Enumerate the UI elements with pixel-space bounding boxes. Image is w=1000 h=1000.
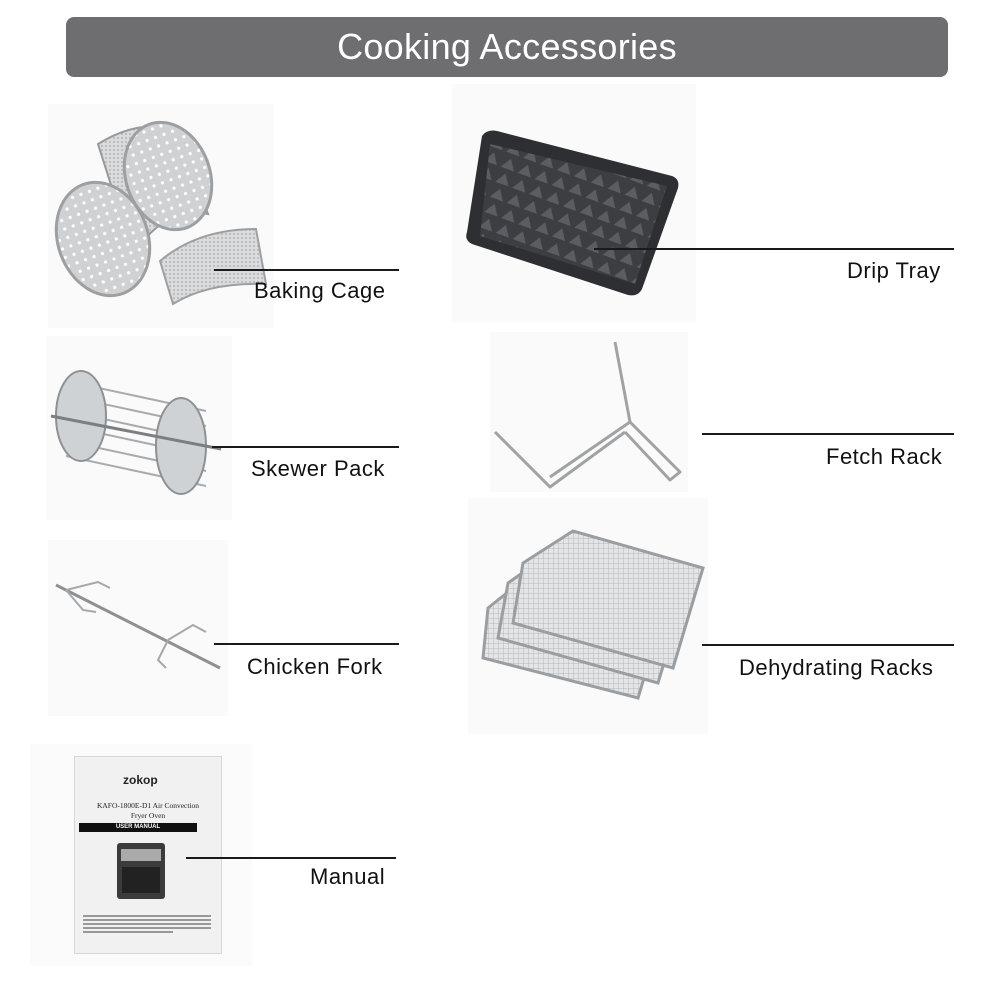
dehydrating-racks-leader-line	[702, 644, 954, 646]
manual-body-text	[83, 913, 211, 935]
skewer-pack-image	[46, 336, 232, 520]
drip-tray-label: Drip Tray	[847, 258, 941, 283]
manual-brand: zokop	[123, 773, 158, 787]
manual-leader-line	[186, 857, 396, 859]
baking-cage-image	[48, 104, 274, 328]
chicken-fork-image	[48, 540, 228, 716]
manual-model-line2: Fryer Oven	[130, 811, 166, 820]
title-banner: Cooking Accessories	[66, 17, 948, 77]
fetch-rack-leader-line	[702, 433, 954, 435]
chicken-fork-leader-line	[214, 643, 399, 645]
manual-image: zokop KAFO-1800E-D1 Air Convection Fryer…	[30, 744, 252, 966]
fetch-rack-image	[490, 332, 688, 492]
manual-oven-illustration	[117, 843, 165, 899]
baking-cage-label: Baking Cage	[254, 278, 386, 303]
drip-tray-leader-line	[594, 248, 954, 250]
drip-tray-image	[452, 84, 696, 322]
baking-cage-leader-line	[214, 269, 399, 271]
dehydrating-racks-image	[468, 498, 708, 734]
manual-booklet: zokop KAFO-1800E-D1 Air Convection Fryer…	[74, 756, 222, 954]
manual-model-line1: KAFO-1800E-D1 Air Convection	[96, 801, 200, 810]
dehydrating-racks-label: Dehydrating Racks	[739, 655, 934, 680]
page-title: Cooking Accessories	[337, 26, 677, 67]
skewer-pack-leader-line	[212, 446, 399, 448]
chicken-fork-label: Chicken Fork	[247, 654, 383, 679]
fetch-rack-label: Fetch Rack	[826, 444, 943, 469]
skewer-pack-label: Skewer Pack	[251, 456, 385, 481]
manual-label: Manual	[310, 864, 386, 889]
manual-heading: USER MANUAL	[79, 823, 197, 832]
